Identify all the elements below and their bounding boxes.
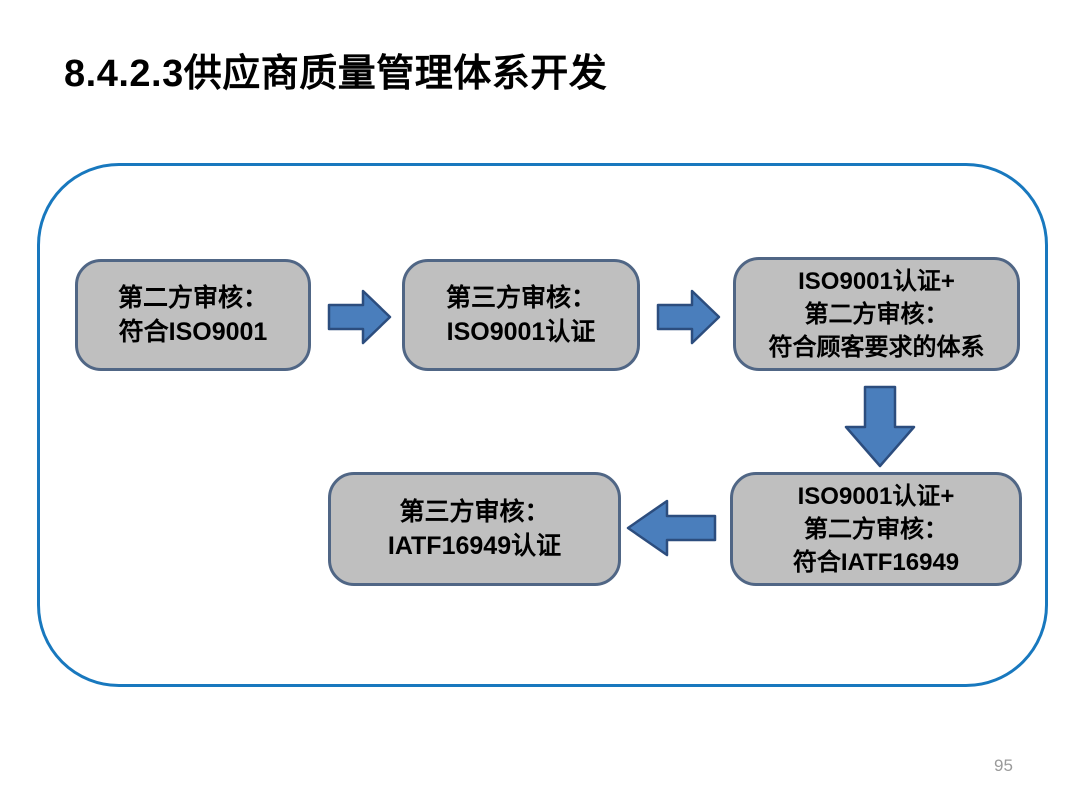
arrow-left-icon xyxy=(625,497,717,559)
flow-box-text-line: IATF16949认证 xyxy=(387,532,562,560)
arrow-right-icon xyxy=(327,288,393,346)
flow-box-text-line: 第三方审核： xyxy=(399,498,550,526)
flow-box-text-line: 符合顾客要求的体系 xyxy=(768,333,985,361)
flow-box-iso9001-cert-plus-iatf16949: ISO9001认证+ 第二方审核： 符合IATF16949 xyxy=(730,472,1022,586)
arrow-down-icon xyxy=(843,385,917,469)
flow-box-third-party-audit-iso9001-cert: 第三方审核： ISO9001认证 xyxy=(402,259,640,371)
page-number: 95 xyxy=(994,756,1013,775)
flow-box-iso9001-cert-plus-customer-system: ISO9001认证+ 第二方审核： 符合顾客要求的体系 xyxy=(733,257,1020,371)
flow-box-text-line: ISO9001认证+ xyxy=(798,267,955,295)
flow-box-text-line: 符合IATF16949 xyxy=(792,548,960,576)
flow-box-text-line: ISO9001认证 xyxy=(446,318,596,346)
flowchart-container: 第二方审核： 符合ISO9001 第三方审核： ISO9001认证 ISO900… xyxy=(37,163,1048,687)
page-title: 8.4.2.3供应商质量管理体系开发 xyxy=(64,53,608,95)
flow-box-text-line: 第二方审核： xyxy=(804,515,948,543)
flow-box-third-party-audit-iatf16949-cert: 第三方审核： IATF16949认证 xyxy=(328,472,621,586)
flow-box-text-line: 第二方审核： xyxy=(117,284,268,312)
flow-box-text-line: ISO9001认证+ xyxy=(797,482,955,510)
flow-box-second-party-audit-iso9001: 第二方审核： 符合ISO9001 xyxy=(75,259,311,371)
arrow-right-icon xyxy=(656,288,722,346)
flow-box-text-line: 第三方审核： xyxy=(445,284,596,312)
flow-box-text-line: 第二方审核： xyxy=(804,300,949,328)
flow-box-text-line: 符合ISO9001 xyxy=(118,318,268,346)
